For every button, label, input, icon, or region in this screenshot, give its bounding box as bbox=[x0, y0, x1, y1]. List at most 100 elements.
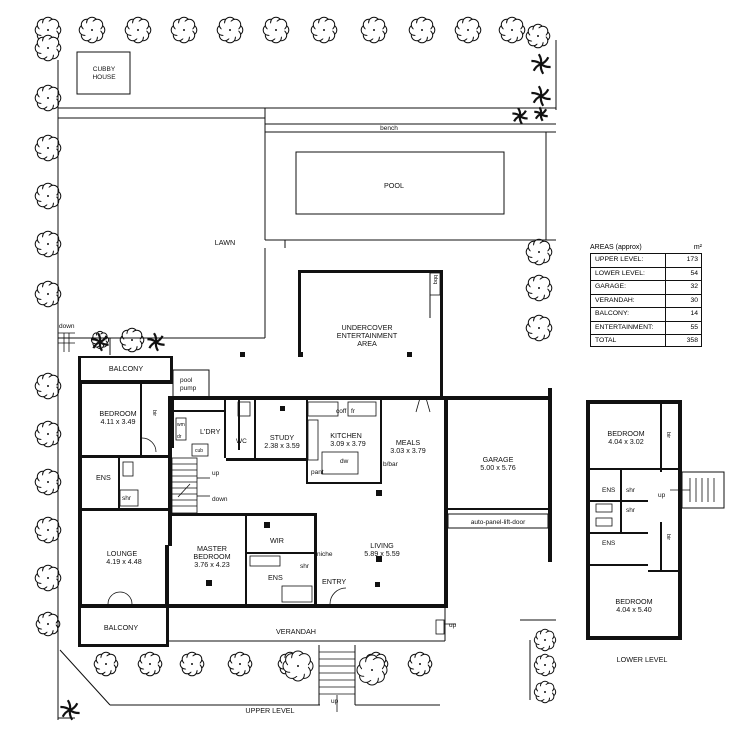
lower-bir1-label: bir bbox=[665, 432, 671, 438]
area-row-label: UPPER LEVEL: bbox=[595, 256, 644, 263]
bbar-label: b/bar bbox=[383, 461, 399, 468]
master-name-1: MASTER bbox=[197, 544, 227, 553]
living-size: 5.89 x 5.59 bbox=[364, 549, 400, 558]
cub-label: cub bbox=[195, 448, 203, 454]
cubby-label-1: CUBBY bbox=[93, 66, 116, 73]
areas-title: AREAS (approx) bbox=[590, 244, 642, 251]
tree-icon bbox=[356, 654, 388, 686]
wir-label: WIR bbox=[270, 536, 284, 545]
garage-name: GARAGE bbox=[483, 455, 514, 464]
kitchen-size: 3.09 x 3.79 bbox=[330, 439, 366, 448]
lower-shr1-label: shr bbox=[626, 487, 636, 494]
lower-bedroom2-size: 4.04 x 5.40 bbox=[616, 605, 652, 614]
pool-pump-label-2: pump bbox=[180, 385, 197, 392]
tree-icon bbox=[34, 182, 62, 210]
kitchen-name: KITCHEN bbox=[330, 431, 362, 440]
tree-icon bbox=[533, 628, 557, 652]
garage-size: 5.00 x 5.76 bbox=[480, 463, 516, 472]
undercover-label-1: UNDERCOVER bbox=[341, 323, 392, 332]
tree-icon bbox=[454, 16, 482, 44]
stair-up-label: up bbox=[212, 470, 220, 477]
meals-size: 3.03 x 3.79 bbox=[390, 446, 426, 455]
lower-bedroom1-size: 4.04 x 3.02 bbox=[608, 437, 644, 446]
tree-icon bbox=[34, 516, 62, 544]
tree-icon bbox=[34, 134, 62, 162]
dr-label: dr bbox=[177, 434, 182, 440]
bedroom-upper-name: BEDROOM bbox=[99, 409, 136, 418]
lower-ens1-label: ENS bbox=[602, 487, 616, 494]
shr2-label: shr bbox=[300, 563, 310, 570]
bench-label: bench bbox=[380, 125, 398, 132]
lower-up-label: up bbox=[658, 492, 666, 499]
lower-level-title: LOWER LEVEL bbox=[617, 655, 668, 664]
areas-total-row: TOTAL 358 bbox=[591, 334, 701, 346]
area-row-value: 54 bbox=[665, 267, 701, 280]
cubby-label-2: HOUSE bbox=[92, 74, 116, 81]
pool-label: POOL bbox=[384, 181, 404, 190]
down-label-left: down bbox=[59, 323, 75, 330]
landscape-trees bbox=[34, 16, 557, 721]
tree-icon bbox=[34, 34, 62, 62]
tree-icon bbox=[93, 651, 119, 677]
area-row-value: 32 bbox=[665, 281, 701, 294]
balcony-top-label: BALCONY bbox=[109, 364, 144, 373]
area-row: VERANDAH:30 bbox=[591, 293, 701, 307]
tree-icon bbox=[34, 230, 62, 258]
niche-label: niche bbox=[317, 551, 333, 558]
bbq-label: bbq bbox=[432, 275, 438, 284]
tree-icon bbox=[498, 16, 526, 44]
lawn-label: LAWN bbox=[215, 238, 236, 247]
lower-bedroom2-name: BEDROOM bbox=[615, 597, 652, 606]
tree-icon bbox=[34, 468, 62, 496]
palm-icon bbox=[534, 106, 548, 122]
bedroom-upper-size: 4.11 x 3.49 bbox=[100, 417, 135, 426]
lower-level-plan: BEDROOM 4.04 x 3.02 bir ENS shr shr ENS … bbox=[586, 400, 725, 640]
area-row-label: BALCONY: bbox=[595, 310, 629, 317]
areas-total-value: 358 bbox=[665, 335, 701, 346]
tree-icon bbox=[34, 372, 62, 400]
palm-icon bbox=[60, 699, 80, 721]
tree-icon bbox=[179, 651, 205, 677]
tree-icon bbox=[34, 84, 62, 112]
lower-shr2-label: shr bbox=[626, 507, 636, 514]
bedroom-bir-label: bir bbox=[151, 410, 157, 416]
tree-icon bbox=[262, 16, 290, 44]
internal-stairs bbox=[171, 457, 210, 514]
stair-down-label: down bbox=[212, 496, 228, 503]
upper-level-title: UPPER LEVEL bbox=[245, 706, 294, 715]
tree-icon bbox=[227, 651, 253, 677]
verandah-label: VERANDAH bbox=[276, 627, 316, 636]
area-row-value: 14 bbox=[665, 308, 701, 321]
lift-door-label: auto-panel-lift-door bbox=[471, 519, 526, 526]
area-row-label: VERANDAH: bbox=[595, 296, 635, 304]
tree-icon bbox=[407, 651, 433, 677]
area-row-value: 173 bbox=[665, 254, 701, 267]
tree-icon bbox=[119, 327, 145, 353]
area-row: ENTERTAINMENT:55 bbox=[591, 320, 701, 334]
meals-name: MEALS bbox=[396, 438, 421, 447]
lower-bedroom1-name: BEDROOM bbox=[607, 429, 644, 438]
tree-icon bbox=[78, 16, 106, 44]
areas-unit: m² bbox=[693, 244, 702, 251]
area-row: GARAGE: 32 bbox=[591, 280, 701, 294]
tree-icon bbox=[124, 16, 152, 44]
area-row-label: GARAGE: bbox=[595, 283, 626, 290]
living-name: LIVING bbox=[370, 541, 394, 550]
fr-label: fr bbox=[351, 408, 356, 415]
lounge-name: LOUNGE bbox=[107, 549, 138, 558]
undercover-label-3: AREA bbox=[357, 339, 377, 348]
master-name-2: BEDROOM bbox=[193, 552, 230, 561]
lower-bir2-label: bir bbox=[665, 534, 671, 540]
tree-icon bbox=[34, 564, 62, 592]
study-size: 2.38 x 3.59 bbox=[264, 441, 300, 450]
study-name: STUDY bbox=[270, 433, 295, 442]
tree-icon bbox=[216, 16, 244, 44]
undercover-label-2: ENTERTAINMENT bbox=[337, 331, 398, 340]
palm-icon bbox=[512, 107, 528, 125]
front-stairs-up-label: up bbox=[331, 698, 339, 705]
cubby-house: CUBBY HOUSE bbox=[76, 51, 131, 95]
tree-icon bbox=[170, 16, 198, 44]
front-stairs bbox=[318, 645, 356, 712]
